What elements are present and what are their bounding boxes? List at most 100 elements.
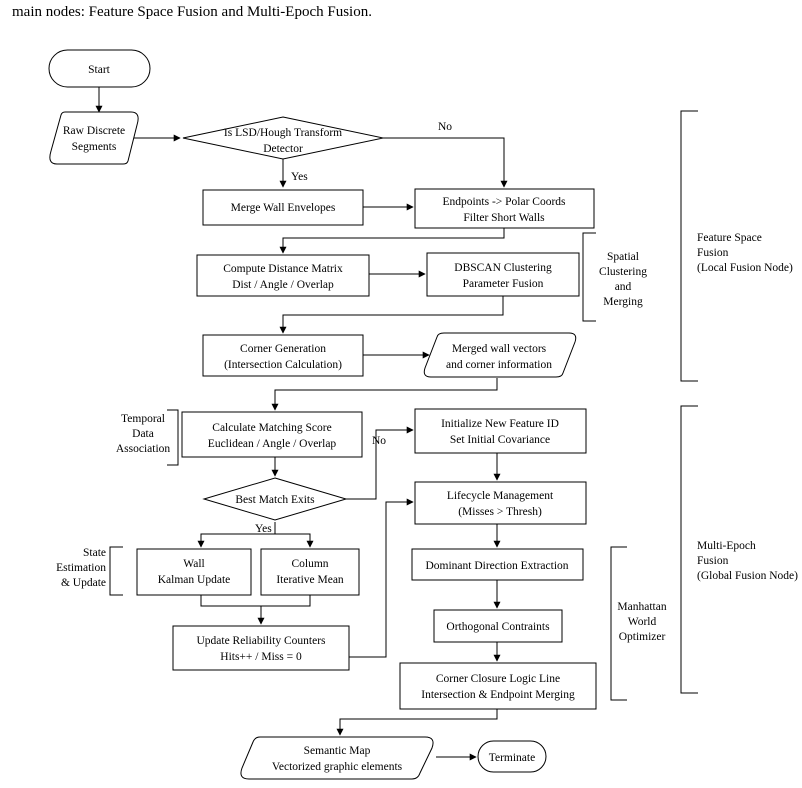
node-lsd-decision: Is LSD/Hough Transform Detector <box>182 116 384 160</box>
svg-text:Intersection & Endpoint Mergin: Intersection & Endpoint Merging <box>421 689 575 701</box>
node-raw-segments: Raw Discrete Segments <box>49 111 139 165</box>
svg-text:Hits++ / Miss = 0: Hits++ / Miss = 0 <box>220 651 302 663</box>
arrow-bestmatch-yes-to-wall <box>197 522 276 548</box>
svg-text:Merged wall vectors: Merged wall vectors <box>452 343 547 355</box>
label-manhattan: Manhattan World Optimizer <box>617 601 666 643</box>
bracket-temporal-association <box>167 409 179 466</box>
svg-text:Raw Discrete: Raw Discrete <box>63 125 125 137</box>
svg-text:Semantic Map: Semantic Map <box>304 745 371 757</box>
node-new-feature: Initialize New Feature ID Set Initial Co… <box>414 408 587 454</box>
label-spatial-clustering: Spatial Clustering and Merging <box>599 251 647 308</box>
svg-text:Initialize New Feature ID: Initialize New Feature ID <box>441 418 559 430</box>
node-merge-envelopes: Merge Wall Envelopes <box>202 189 364 226</box>
svg-text:Detector: Detector <box>263 143 303 155</box>
svg-text:Fusion: Fusion <box>697 555 729 567</box>
svg-text:Association: Association <box>116 443 171 455</box>
svg-text:Filter Short Walls: Filter Short Walls <box>463 212 545 224</box>
label-temporal-association: Temporal Data Association <box>116 413 171 455</box>
svg-text:Update Reliability Counters: Update Reliability Counters <box>196 635 326 647</box>
group-labels: Spatial Clustering and Merging Temporal … <box>56 232 798 643</box>
svg-text:Vectorized graphic elements: Vectorized graphic elements <box>272 761 403 773</box>
svg-text:Merge Wall Envelopes: Merge Wall Envelopes <box>231 202 336 214</box>
svg-text:Endpoints -> Polar Coords: Endpoints -> Polar Coords <box>442 196 566 208</box>
arrow-dbscan-to-corner <box>279 296 504 334</box>
svg-text:Column: Column <box>291 558 328 570</box>
label-feature-space: Feature Space Fusion (Local Fusion Node) <box>697 232 793 274</box>
svg-text:Estimation: Estimation <box>56 562 106 574</box>
svg-text:Orthogonal Contraints: Orthogonal Contraints <box>446 621 550 633</box>
node-terminate: Terminate <box>477 740 547 773</box>
edge-label-yes-top: Yes <box>291 171 308 183</box>
bracket-multi-epoch <box>680 405 698 694</box>
bracket-spatial-clustering <box>582 232 596 322</box>
node-endpoints-polar: Endpoints -> Polar Coords Filter Short W… <box>414 188 595 229</box>
svg-text:Segments: Segments <box>72 141 117 153</box>
node-start: Start <box>48 49 151 88</box>
svg-text:and corner information: and corner information <box>446 359 552 371</box>
svg-text:Terminate: Terminate <box>489 752 535 764</box>
node-reliability-counters: Update Reliability Counters Hits++ / Mis… <box>172 625 350 671</box>
svg-text:Temporal: Temporal <box>121 413 165 425</box>
edge-labels: No Yes No Yes <box>255 121 452 535</box>
svg-text:State: State <box>83 547 106 559</box>
node-matching-score: Calculate Matching Score Euclidean / Ang… <box>181 411 363 458</box>
bracket-feature-space <box>680 110 698 382</box>
arrow-bestmatch-yes-to-column <box>275 533 314 548</box>
svg-text:Corner Generation: Corner Generation <box>240 343 326 355</box>
figure-caption: main nodes: Feature Space Fusion and Mul… <box>12 4 372 20</box>
node-semantic-map: Semantic Map Vectorized graphic elements <box>240 736 434 780</box>
svg-text:Parameter Fusion: Parameter Fusion <box>463 278 544 290</box>
svg-text:Fusion: Fusion <box>697 247 729 259</box>
svg-text:DBSCAN Clustering: DBSCAN Clustering <box>454 262 552 274</box>
svg-text:Clustering: Clustering <box>599 266 647 278</box>
arrow-closure-to-semanticmap <box>336 709 498 736</box>
svg-text:Calculate Matching Score: Calculate Matching Score <box>212 422 331 434</box>
svg-text:Spatial: Spatial <box>607 251 639 263</box>
svg-text:Optimizer: Optimizer <box>619 631 666 643</box>
node-orthogonal: Orthogonal Contraints <box>433 609 563 643</box>
svg-text:Feature Space: Feature Space <box>697 232 762 244</box>
node-corner-closure: Corner Closure Logic Line Intersection &… <box>399 662 597 710</box>
arrow-merged-to-matching <box>271 378 498 411</box>
svg-text:Dominant Direction Extraction: Dominant Direction Extraction <box>425 560 568 572</box>
svg-text:(Global Fusion Node): (Global Fusion Node) <box>697 570 798 582</box>
node-dominant-direction: Dominant Direction Extraction <box>411 548 584 581</box>
svg-text:Best Match Exits: Best Match Exits <box>235 494 315 506</box>
arrow-endpoints-to-distance <box>279 228 505 254</box>
label-multi-epoch: Multi-Epoch Fusion (Global Fusion Node) <box>697 540 798 582</box>
arrow-decision-no-to-endpoints <box>383 137 508 188</box>
svg-text:Iterative Mean: Iterative Mean <box>276 574 344 586</box>
svg-text:Is LSD/Hough Transform: Is LSD/Hough Transform <box>224 127 342 139</box>
bracket-manhattan <box>610 546 627 701</box>
svg-text:and: and <box>615 281 632 293</box>
edge-label-yes-mid: Yes <box>255 523 272 535</box>
svg-text:Merging: Merging <box>603 296 643 308</box>
svg-text:Corner Closure Logic Line: Corner Closure Logic Line <box>436 673 560 685</box>
svg-text:Wall: Wall <box>183 558 204 570</box>
node-best-match: Best Match Exits <box>202 477 348 521</box>
svg-text:(Intersection Calculation): (Intersection Calculation) <box>224 359 342 371</box>
arrow-reliability-to-lifecycle <box>349 498 414 658</box>
node-lifecycle: Lifecycle Management (Misses > Thresh) <box>414 481 587 525</box>
group-brackets <box>109 110 698 701</box>
arrow-bestmatch-no-to-newfeature <box>346 426 414 500</box>
edge-label-no-mid: No <box>372 435 386 447</box>
svg-text:World: World <box>628 616 657 628</box>
svg-text:Multi-Epoch: Multi-Epoch <box>697 540 756 552</box>
svg-text:Start: Start <box>88 64 111 76</box>
edge-label-no-top: No <box>438 121 452 133</box>
node-merged-vectors: Merged wall vectors and corner informati… <box>423 332 577 378</box>
svg-text:Set Initial Covariance: Set Initial Covariance <box>450 434 550 446</box>
node-corner-generation: Corner Generation (Intersection Calculat… <box>202 334 364 377</box>
svg-text:& Update: & Update <box>61 577 106 589</box>
label-state-estimation: State Estimation & Update <box>56 547 106 589</box>
node-wall-kalman: Wall Kalman Update <box>136 548 252 596</box>
node-dbscan: DBSCAN Clustering Parameter Fusion <box>426 252 580 297</box>
connectors <box>95 87 508 761</box>
svg-text:(Local Fusion Node): (Local Fusion Node) <box>697 262 793 274</box>
svg-text:(Misses > Thresh): (Misses > Thresh) <box>458 506 542 518</box>
svg-text:Manhattan: Manhattan <box>617 601 666 613</box>
node-distance-matrix: Compute Distance Matrix Dist / Angle / O… <box>196 254 370 297</box>
